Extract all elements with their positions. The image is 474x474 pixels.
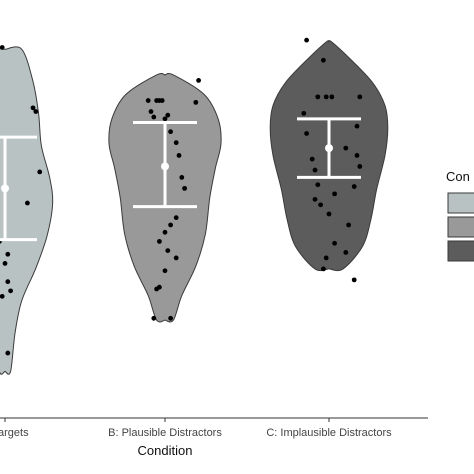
data-point — [354, 153, 360, 158]
data-point — [321, 266, 326, 272]
data-point — [329, 94, 335, 100]
x-ticks-layer: argets B: Plausible Distractors C: Implaus… — [0, 418, 392, 439]
data-point — [179, 175, 185, 180]
data-point — [309, 156, 315, 162]
x-tick-label: C: Implausible Distractors — [266, 427, 392, 439]
data-point — [315, 182, 321, 188]
data-point — [162, 268, 168, 274]
points-layer — [0, 37, 363, 356]
mean-point — [1, 184, 9, 193]
legend-swatch — [447, 192, 474, 214]
data-point — [304, 131, 309, 136]
data-point — [165, 112, 171, 118]
x-axis-title: Condition — [138, 443, 193, 458]
data-point — [162, 229, 168, 235]
data-point — [318, 202, 323, 208]
data-point — [8, 288, 14, 294]
data-point — [159, 98, 165, 103]
data-point — [162, 116, 168, 122]
data-point — [351, 277, 357, 283]
x-tick-label: B: Plausible Distractors — [108, 427, 222, 439]
data-point — [312, 167, 318, 173]
data-point — [351, 184, 357, 189]
data-point — [323, 94, 329, 100]
legend-title: Con — [446, 169, 470, 184]
data-point — [354, 123, 360, 129]
data-point — [321, 57, 326, 63]
data-point — [0, 293, 5, 299]
data-point — [346, 222, 351, 228]
data-point — [37, 169, 43, 175]
legend-swatch — [447, 240, 474, 262]
data-point — [176, 153, 182, 158]
data-point — [173, 140, 179, 146]
data-point — [151, 114, 157, 120]
data-point — [151, 315, 157, 321]
data-point — [30, 105, 36, 111]
data-point — [157, 239, 162, 244]
x-tick-label: argets — [0, 427, 29, 439]
data-point — [332, 240, 337, 246]
data-point — [343, 250, 349, 255]
mean-point — [325, 144, 333, 153]
data-point — [357, 94, 363, 100]
data-point — [323, 255, 329, 261]
legend: Con — [446, 169, 474, 262]
data-point — [33, 109, 39, 114]
data-point — [182, 185, 188, 191]
data-point — [148, 109, 154, 114]
data-point — [312, 196, 318, 202]
data-point — [168, 129, 174, 135]
data-point — [5, 251, 11, 257]
data-point — [304, 37, 309, 43]
data-point — [173, 215, 179, 221]
data-point — [326, 211, 332, 217]
errorbars-layer — [0, 117, 361, 242]
data-point — [168, 315, 174, 321]
data-point — [25, 200, 30, 206]
legend-swatch — [447, 216, 474, 238]
data-point — [0, 45, 5, 50]
data-point — [196, 78, 202, 83]
data-point — [193, 99, 199, 105]
data-point — [5, 279, 11, 285]
data-point — [157, 284, 162, 290]
mean-point — [161, 162, 169, 171]
data-point — [2, 261, 8, 266]
data-point — [5, 350, 11, 356]
data-point — [315, 94, 321, 100]
data-point — [357, 164, 363, 169]
data-point — [173, 255, 179, 261]
data-point — [168, 222, 174, 228]
data-point — [332, 191, 337, 197]
data-point — [301, 110, 307, 116]
data-point — [343, 145, 349, 151]
data-point — [145, 98, 151, 103]
violin-1 — [0, 46, 54, 375]
data-point — [165, 248, 171, 254]
